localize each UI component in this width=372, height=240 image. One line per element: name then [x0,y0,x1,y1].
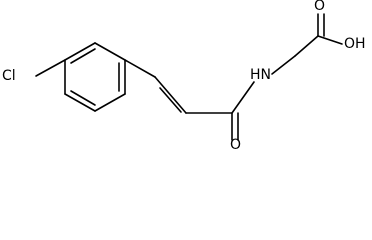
chemical-structure-diagram: Cl HN O O OH [2,0,366,153]
benzene-ring [64,42,126,112]
n-ch2-bond [271,55,296,75]
ring-double-bond-inner-3 [70,90,96,106]
acid-carbonyl-oxygen-label: O [314,0,325,14]
vinyl-double-bond [154,76,187,114]
chlorine-label: Cl [2,68,16,84]
ring-bond-2 [94,42,126,61]
amide-nitrogen-label: HN [250,67,271,83]
ring-bond-5 [64,93,96,112]
ring-bond-1 [64,42,96,61]
amide-oxygen-label: O [230,137,241,153]
carboxyl-c-oh-bond [317,35,343,45]
vinyl-double-bond-inner [159,87,182,113]
amide-c-n-bond [231,81,255,114]
c-cl-bond [35,59,66,77]
ch2-carboxyl-bond [294,35,319,57]
ring-double-bond-inner-1 [70,48,96,64]
hydroxyl-label: OH [344,36,366,52]
ring-bond-4 [94,93,126,112]
ring-vinyl-bond [124,59,156,78]
